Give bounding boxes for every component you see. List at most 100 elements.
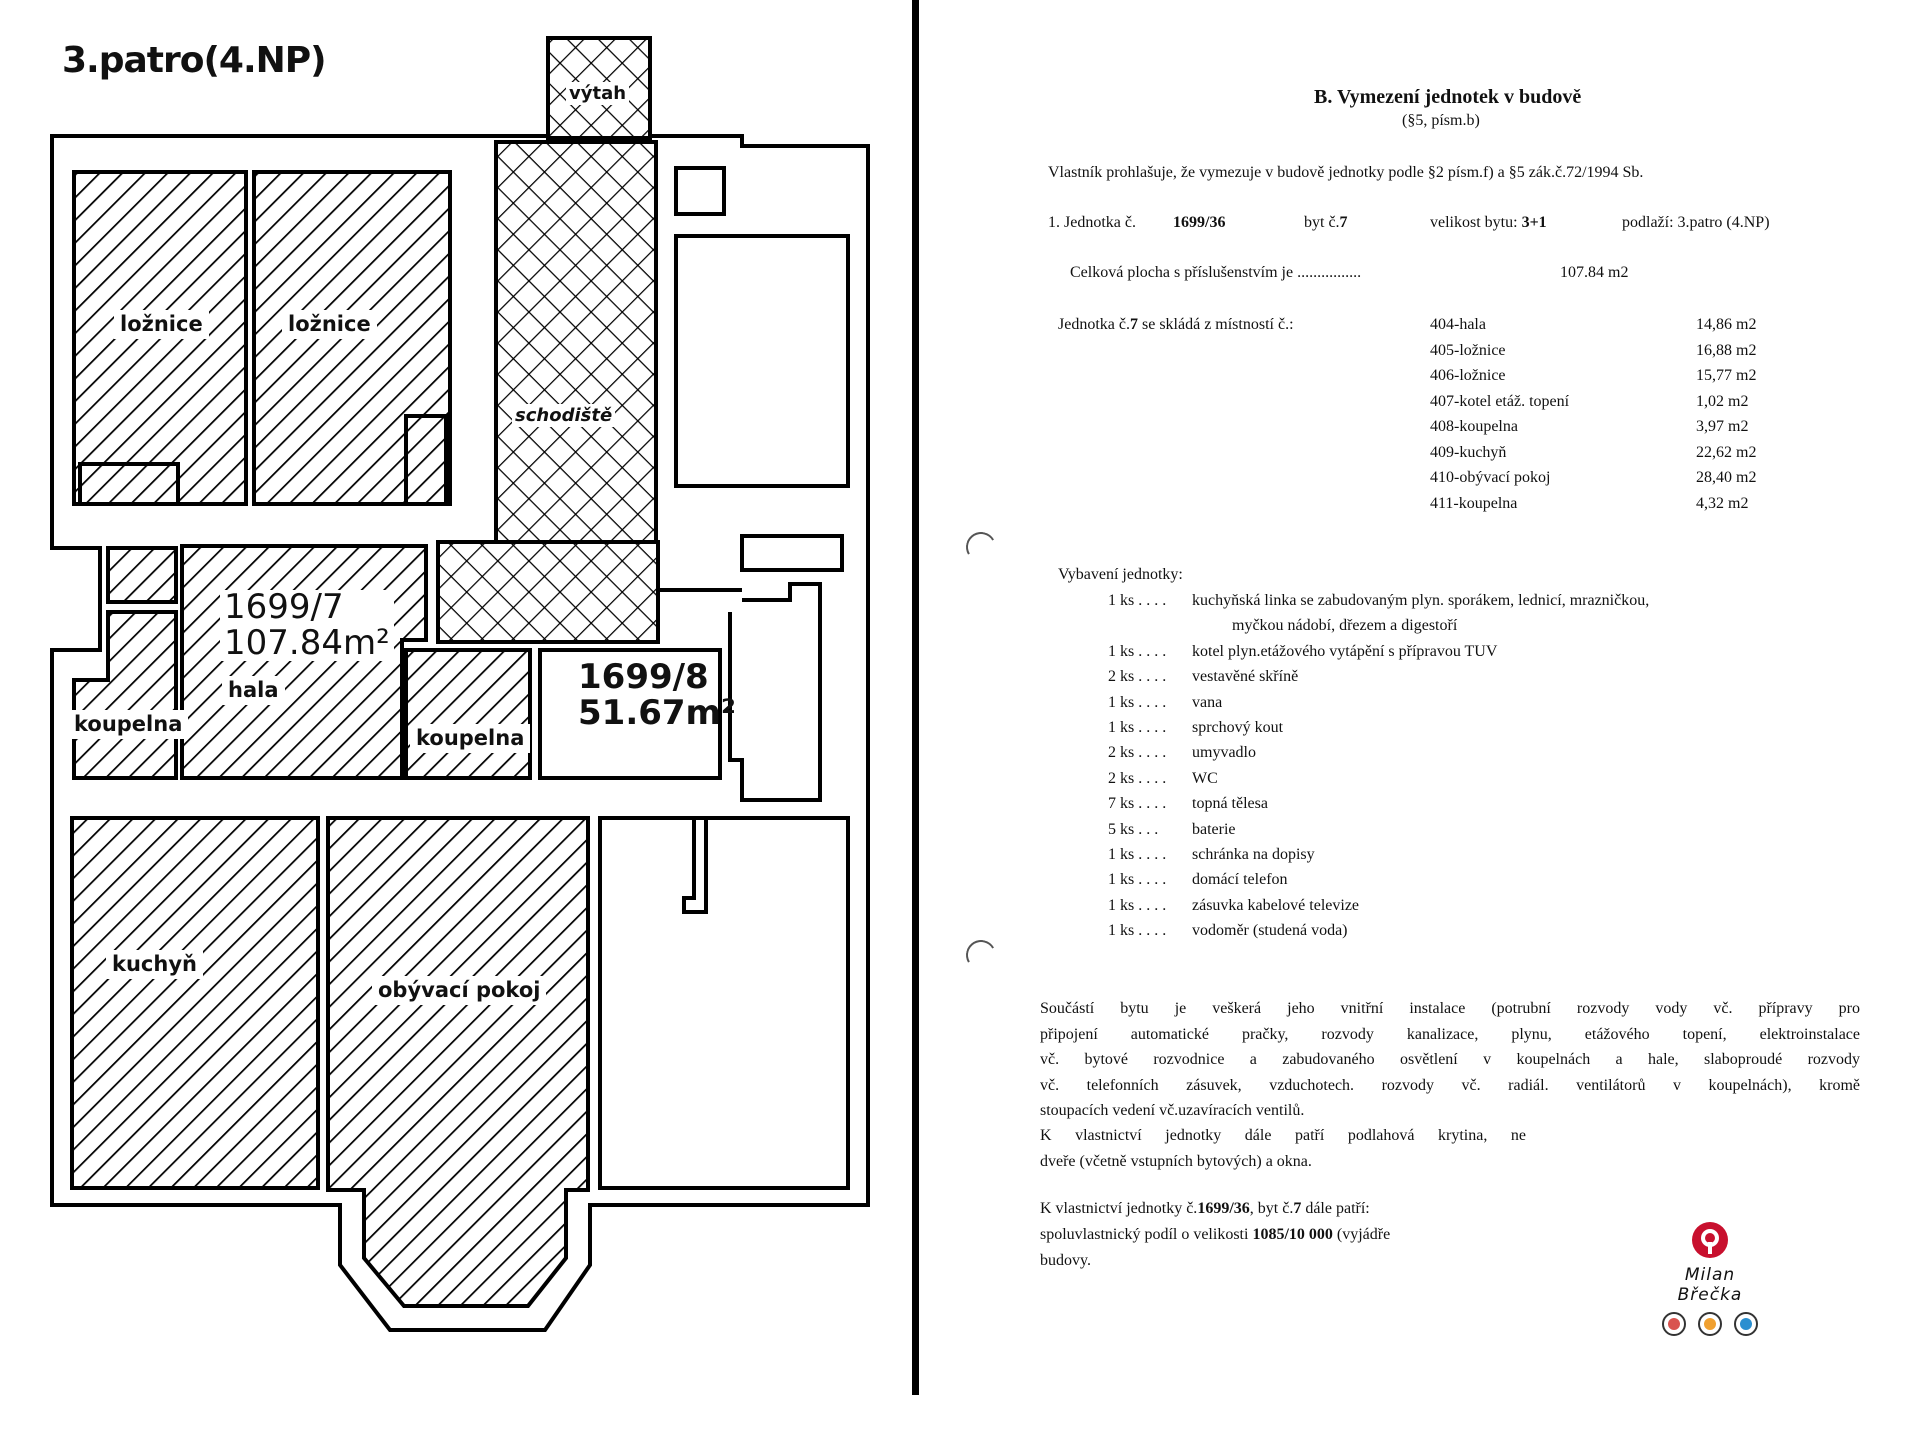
unit8-area: 51.67m² xyxy=(578,692,736,733)
room-name: 410-obývací pokoj xyxy=(1430,469,1551,486)
room-area: 15,77 m2 xyxy=(1696,367,1757,384)
equipment-item: kuchyňská linka se zabudovaným plyn. spo… xyxy=(1192,592,1650,609)
bathroom-411 xyxy=(72,610,178,780)
kitchen-label: kuchyň xyxy=(106,950,203,979)
equipment-item: topná tělesa xyxy=(1192,795,1268,813)
logo-name: Milan Břečka xyxy=(1677,1265,1743,1305)
share-2b: 1085/10 000 xyxy=(1252,1226,1333,1243)
room-name: 409-kuchyň xyxy=(1430,443,1507,461)
equipment-qty: 1 ks . . . . xyxy=(1108,871,1167,889)
equipment-item: WC xyxy=(1192,769,1218,787)
room-name: 405-ložnice xyxy=(1430,341,1506,359)
room-name: 408-koupelna xyxy=(1430,418,1518,435)
unit-line-unit: 1699/36 xyxy=(1173,214,1226,231)
total-area-label: Celková plocha s příslušenstvím je .....… xyxy=(1070,264,1362,281)
equipment-qty: 1 ks . . . . xyxy=(1108,719,1167,736)
flooring-line: dveře (včetně vstupních bytových) a okna… xyxy=(1040,1152,1312,1170)
unit-line-floor: podlaží: 3.patro (4.NP) xyxy=(1622,214,1770,231)
unit-line-size: velikost bytu: 3+1 xyxy=(1430,214,1547,232)
flat-prefix: byt č. xyxy=(1304,214,1340,231)
bathroom-label-1: koupelna xyxy=(68,710,189,739)
installation-line: stoupacích vedení vč.uzavíracích ventilů… xyxy=(1040,1102,1305,1119)
room-area: 16,88 m2 xyxy=(1696,341,1757,359)
total-area-value: 107.84 m2 xyxy=(1560,264,1629,281)
room-area: 14,86 m2 xyxy=(1696,316,1757,333)
equipment-qty: 1 ks . . . . xyxy=(1108,896,1167,914)
equipment-qty: 1 ks . . . . xyxy=(1108,922,1167,940)
milan-brecka-logo: Milan Břečka xyxy=(1650,1220,1770,1337)
equipment-item: umyvadlo xyxy=(1192,744,1256,762)
share-2c: (vyjádře xyxy=(1332,1226,1391,1243)
share-1e: dále patří: xyxy=(1301,1200,1370,1217)
size-value: 3+1 xyxy=(1521,214,1547,231)
installation-line: vč. telefonních zásuvek, vzduchotech. ro… xyxy=(1040,1076,1860,1094)
living-label: obývací pokoj xyxy=(372,976,547,1005)
share-line-3: budovy. xyxy=(1040,1252,1091,1269)
floor-title: 3.patro(4.NP) xyxy=(62,40,327,81)
equipment-item: vodoměr (studená voda) xyxy=(1192,922,1348,940)
equipment-item: kotel plyn.etážového vytápění s přípravo… xyxy=(1192,642,1498,660)
stairs-label: schodiště xyxy=(512,404,616,427)
equipment-item: schránka na dopisy xyxy=(1192,846,1315,863)
share-1b: 1699/36 xyxy=(1197,1200,1250,1217)
equipment-item: vestavěné skříně xyxy=(1192,668,1299,686)
share-1a: K vlastnictví jednotky č. xyxy=(1040,1200,1198,1217)
equipment-qty: 2 ks . . . . xyxy=(1108,668,1167,686)
equipment-qty: 2 ks . . . . xyxy=(1108,769,1167,787)
living-room xyxy=(326,816,590,1308)
doc-subheading: (§5, písm.b) xyxy=(1402,112,1480,129)
page-divider xyxy=(912,0,919,1395)
equipment-qty: 7 ks . . . . xyxy=(1108,795,1167,813)
equipment-qty: 2 ks . . . . xyxy=(1108,744,1167,762)
installation-line: připojení automatické pračky, rozvody ka… xyxy=(1040,1025,1860,1043)
rooms-intro-b: 7 xyxy=(1129,316,1138,333)
equipment-item: baterie xyxy=(1192,820,1236,838)
equipment-item: myčkou nádobí, dřezem a digestoří xyxy=(1232,617,1458,635)
unit-line-flat: byt č.7 xyxy=(1304,214,1348,232)
unit8-plan-label: 1699/8 51.67m² xyxy=(578,659,736,733)
installation-line: Součástí bytu je veškerá jeho vnitřní in… xyxy=(1040,1000,1860,1017)
equipment-item: sprchový kout xyxy=(1192,719,1284,736)
share-1d: 7 xyxy=(1293,1200,1302,1217)
badge-red-icon xyxy=(1662,1312,1686,1336)
doc-intro: Vlastník prohlašuje, že vymezuje v budov… xyxy=(1048,164,1644,181)
share-1c: , byt č. xyxy=(1249,1200,1294,1217)
share-2a: spoluvlastnický podíl o velikosti xyxy=(1040,1226,1253,1243)
equipment-qty: 1 ks . . . . xyxy=(1108,693,1167,711)
rooms-intro-c: se skládá z místností č.: xyxy=(1137,316,1294,333)
rooms-intro: Jednotka č.7 se skládá z místností č.: xyxy=(1058,316,1294,334)
elevator-label: výtah xyxy=(566,82,630,105)
equipment-qty: 1 ks . . . . xyxy=(1108,846,1167,863)
floor-plan: 3.patro(4.NP) výtah schodiště ložnice lo… xyxy=(0,0,910,1430)
room-area: 1,02 m2 xyxy=(1696,392,1749,410)
size-prefix: velikost bytu: xyxy=(1430,214,1518,231)
room-name: 411-koupelna xyxy=(1430,494,1518,512)
equipment-qty: 1 ks . . . . xyxy=(1108,592,1167,609)
equipment-item: vana xyxy=(1192,693,1223,711)
equipment-qty: 5 ks . . . xyxy=(1108,820,1159,838)
unit-line-prefix: 1. Jednotka č. xyxy=(1048,214,1136,231)
hall-label: hala xyxy=(222,676,285,705)
rooms-intro-a: Jednotka č. xyxy=(1058,316,1130,333)
flooring-line: K vlastnictví jednotky dále patří podlah… xyxy=(1040,1127,1526,1144)
bedroom-label-2: ložnice xyxy=(282,310,377,339)
room-name: 406-ložnice xyxy=(1430,367,1506,384)
room-name: 404-hala xyxy=(1430,316,1486,333)
equipment-item: domácí telefon xyxy=(1192,871,1288,889)
logo-mark-icon xyxy=(1692,1222,1728,1258)
room-area: 3,97 m2 xyxy=(1696,418,1749,435)
punch-hole xyxy=(962,528,1000,566)
bathroom-label-2: koupelna xyxy=(410,724,531,753)
unit7-area: 107.84m² xyxy=(224,622,390,663)
unit7-id: 1699/7 xyxy=(224,587,344,627)
badge-blue-icon xyxy=(1734,1312,1758,1336)
installation-line: vč. bytové rozvodnice a zabudovaného osv… xyxy=(1040,1051,1860,1068)
bedroom-label-1: ložnice xyxy=(114,310,209,339)
room-area: 4,32 m2 xyxy=(1696,494,1749,512)
bathroom-408 xyxy=(404,648,532,780)
flat-no: 7 xyxy=(1339,214,1348,231)
room-name: 407-kotel etáž. topení xyxy=(1430,392,1570,410)
room-area: 28,40 m2 xyxy=(1696,469,1757,486)
share-line-2: spoluvlastnický podíl o velikosti 1085/1… xyxy=(1040,1226,1390,1244)
equipment-item: zásuvka kabelové televize xyxy=(1192,896,1360,914)
